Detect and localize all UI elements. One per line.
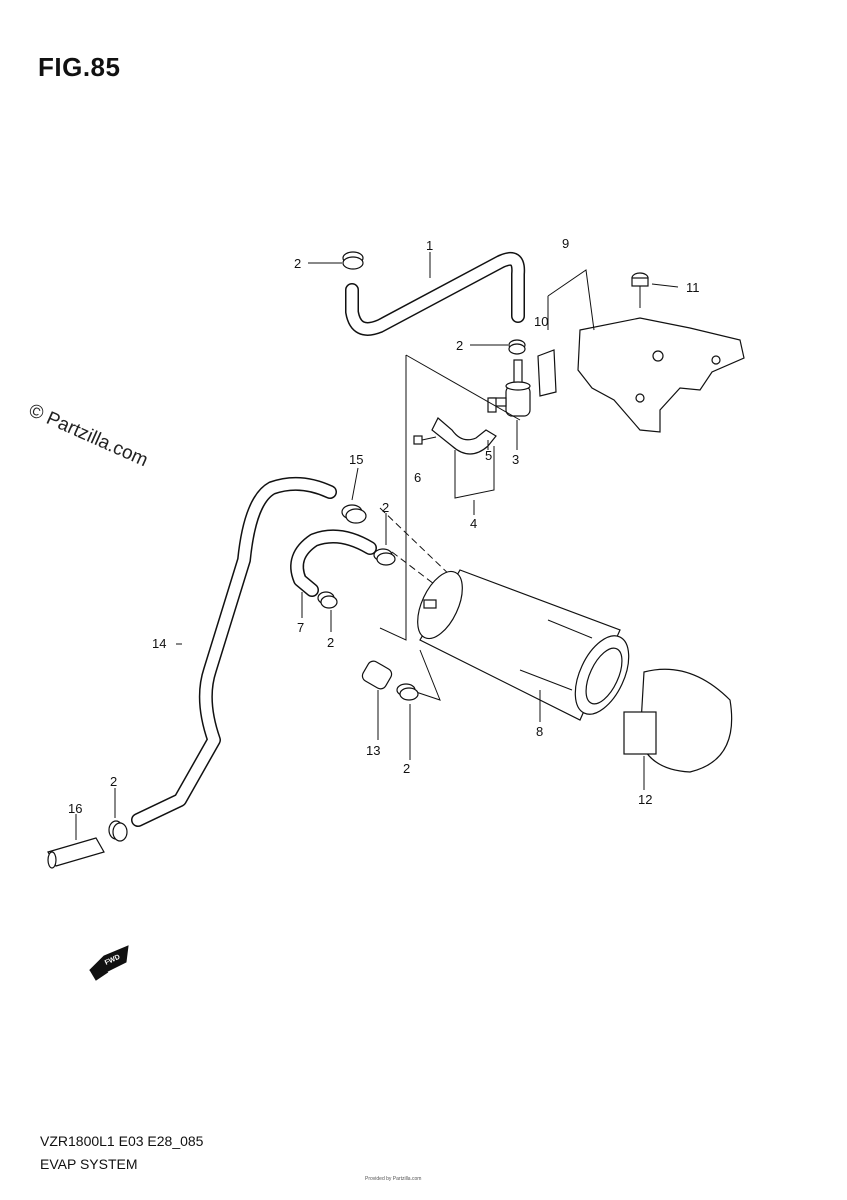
part-5-clamp[interactable] [431, 397, 497, 455]
callout-2: 2 [456, 338, 463, 353]
figure-title: FIG.85 [38, 52, 121, 82]
part-2-clamp[interactable] [342, 251, 364, 270]
footer-name: EVAP SYSTEM [40, 1156, 138, 1172]
assembly-plane [379, 355, 407, 641]
part-2-clamp[interactable] [108, 820, 128, 842]
part-6-screw[interactable] [413, 435, 437, 445]
callout-13: 13 [366, 743, 380, 758]
callout-11: 11 [686, 280, 700, 295]
leader-lines [75, 252, 679, 840]
callout-6: 6 [414, 470, 421, 485]
part-2-clamp[interactable] [373, 548, 396, 566]
callout-3: 3 [512, 452, 519, 467]
part-1-hose[interactable] [345, 252, 526, 336]
part-11-nut[interactable] [631, 272, 649, 308]
callout-14: 14 [152, 636, 166, 651]
callout-16: 16 [68, 801, 82, 816]
callout-8: 8 [536, 724, 543, 739]
part-16-fitting[interactable] [47, 837, 105, 869]
part-4-outline [454, 446, 495, 499]
part-3-valve[interactable] [489, 359, 531, 417]
part-12-band[interactable] [623, 668, 733, 773]
callout-7: 7 [297, 620, 304, 635]
part-2-clamp[interactable] [317, 591, 338, 609]
part-10-grommet[interactable] [537, 349, 557, 397]
part-14-hose[interactable] [131, 476, 337, 827]
footer-model: VZR1800L1 E03 E28_085 [40, 1133, 204, 1149]
callout-2: 2 [294, 256, 301, 271]
part-8-canister[interactable] [408, 565, 639, 723]
callout-10: 10 [534, 314, 548, 329]
callout-2: 2 [327, 635, 334, 650]
part-9-bracket[interactable] [577, 317, 745, 433]
part-9-outline [547, 269, 595, 331]
part-7-hose[interactable] [290, 529, 377, 597]
figure-footer: VZR1800L1 E03 E28_085 EVAP SYSTEM [40, 1130, 203, 1176]
callout-4: 4 [470, 516, 477, 531]
part-13-hose[interactable] [360, 659, 394, 691]
part-2-clamp[interactable] [508, 339, 526, 355]
callout-12: 12 [638, 792, 652, 807]
footer-tiny-note: Provided by Partzilla.com [365, 1176, 422, 1182]
callout-9: 9 [562, 236, 569, 251]
callout-2: 2 [382, 500, 389, 515]
part-15-clamp[interactable] [341, 504, 367, 524]
callout-15: 15 [349, 452, 363, 467]
callout-1: 1 [426, 238, 433, 253]
callout-2: 2 [110, 774, 117, 789]
callout-5: 5 [485, 448, 492, 463]
callout-2: 2 [403, 761, 410, 776]
forward-arrow-icon: FWD [89, 945, 129, 981]
part-2-clamp[interactable] [396, 683, 419, 701]
